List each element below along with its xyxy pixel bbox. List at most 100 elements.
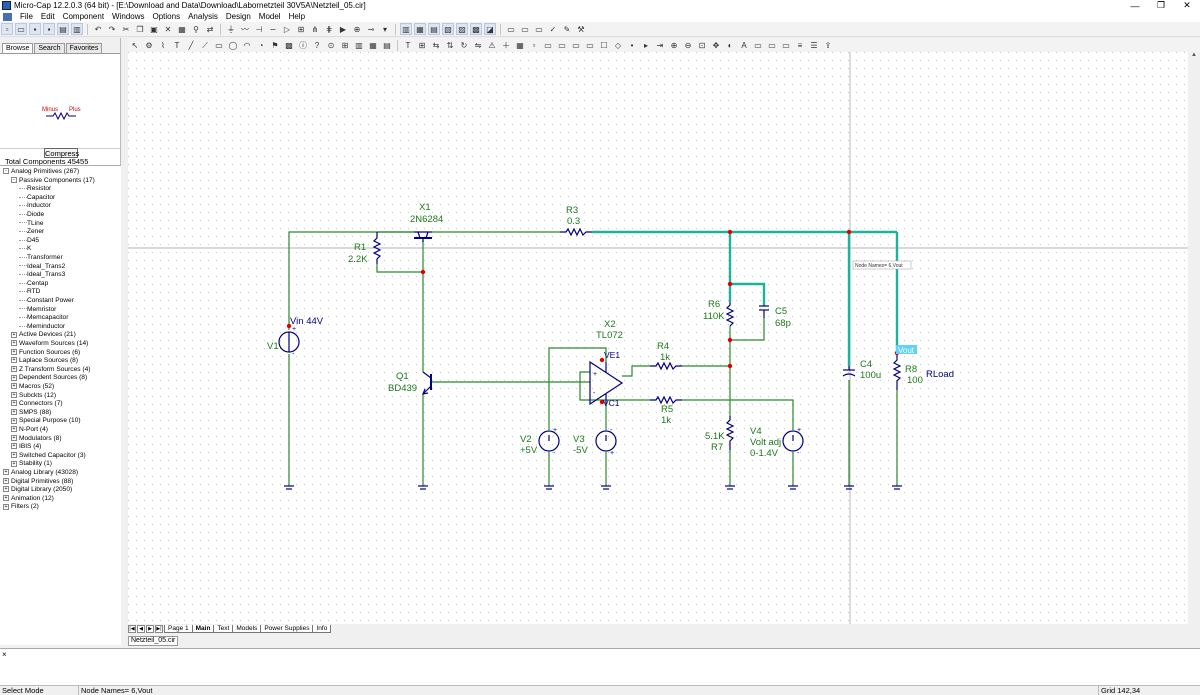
wire-mode-icon[interactable]: ⌇ xyxy=(161,41,165,50)
bookmark-icon[interactable]: ▭ xyxy=(572,41,580,50)
tab-page-1[interactable]: Page 1 xyxy=(164,625,193,633)
tree-item[interactable]: +N-Port (4) xyxy=(11,426,48,435)
find-icon[interactable]: ⚲ xyxy=(193,24,199,34)
schematic-canvas[interactable]: +- +- -+ +- +- xyxy=(128,52,1194,624)
close-button[interactable]: ✕ xyxy=(1183,0,1191,10)
file-tab[interactable]: Netzteil_05.cir xyxy=(128,636,179,646)
flag-icon[interactable]: ⚑ xyxy=(271,41,279,50)
schematic-drawing[interactable]: +- +- -+ +- +- xyxy=(128,52,1194,624)
component-mode-icon[interactable]: ⚙ xyxy=(145,41,153,50)
expand-icon[interactable]: + xyxy=(11,434,17,441)
expand-icon[interactable]: + xyxy=(11,340,17,347)
inductor-icon[interactable]: ∽ xyxy=(269,24,277,34)
next-page-icon[interactable]: ▶ xyxy=(146,625,154,633)
tree-item[interactable]: D45 xyxy=(19,237,39,246)
tab-text[interactable]: Text xyxy=(213,625,234,633)
spice-icon[interactable]: ▭ xyxy=(754,41,762,50)
expand-icon[interactable]: + xyxy=(11,383,17,390)
switch-icon[interactable]: ⊸ xyxy=(367,24,375,34)
add-icon[interactable]: ＋ xyxy=(502,41,510,50)
save-all-icon[interactable]: ▪ xyxy=(43,23,55,35)
expand-icon[interactable]: + xyxy=(11,331,17,338)
help-contents-icon[interactable]: ▭ xyxy=(507,24,515,34)
tree-item[interactable]: +Analog Library (43028) xyxy=(3,469,78,478)
diode-icon[interactable]: ▷ xyxy=(283,24,291,34)
collapse-icon[interactable]: - xyxy=(11,176,17,183)
point-to-end-icon[interactable]: ⊙ xyxy=(327,41,335,50)
expand-icon[interactable]: + xyxy=(11,366,17,373)
lock-icon[interactable]: ▭ xyxy=(768,41,776,50)
opamp-icon[interactable]: ▶ xyxy=(339,24,347,34)
expand-icon[interactable]: + xyxy=(3,486,9,493)
close-pane-icon[interactable]: × xyxy=(2,650,7,659)
collapse-icon[interactable]: - xyxy=(3,168,9,175)
window-cascade-icon[interactable]: ▦ xyxy=(414,23,426,35)
tools-icon[interactable]: ⚒ xyxy=(577,24,585,34)
rotate-icon[interactable]: ↻ xyxy=(460,41,468,50)
ellipse-icon[interactable]: ◯ xyxy=(228,41,238,50)
tab-favorites[interactable]: Favorites xyxy=(65,43,103,53)
replace-icon[interactable]: ⇄ xyxy=(206,24,214,34)
pie-icon[interactable]: ◔ xyxy=(258,41,264,50)
tree-item[interactable]: +Connectors (7) xyxy=(11,400,63,409)
expand-icon[interactable]: + xyxy=(11,460,17,467)
mirror-icon[interactable]: ⇋ xyxy=(474,41,482,50)
flip-y-icon[interactable]: ⇅ xyxy=(446,41,454,50)
v3-source[interactable] xyxy=(595,430,617,452)
open-folder-icon[interactable]: ▭ xyxy=(15,23,27,35)
expand-icon[interactable]: + xyxy=(11,374,17,381)
window-grid-icon[interactable]: ▨ xyxy=(456,23,468,35)
selected-vout-net[interactable] xyxy=(592,230,899,366)
line-mode-icon[interactable]: ╱ xyxy=(188,41,194,50)
tree-item[interactable]: +Modulators (8) xyxy=(11,435,62,444)
menu-file[interactable]: File xyxy=(20,12,33,21)
tree-item[interactable]: +SMPS (88) xyxy=(11,409,51,418)
menu-design[interactable]: Design xyxy=(225,12,251,21)
window-horizontal-icon[interactable]: ▧ xyxy=(442,23,454,35)
expand-icon[interactable]: + xyxy=(11,417,17,424)
help-index-icon[interactable]: ▭ xyxy=(521,24,529,34)
zoom-fit-icon[interactable]: ⊡ xyxy=(698,41,706,50)
tree-item[interactable]: Transformer xyxy=(19,254,63,263)
r7-resistor[interactable] xyxy=(725,416,735,450)
tree-item[interactable]: Zener xyxy=(19,228,44,237)
v4-source[interactable] xyxy=(782,430,804,452)
r6-resistor[interactable] xyxy=(725,302,735,327)
tab-search[interactable]: Search xyxy=(34,43,65,53)
align-icon[interactable]: ≡ xyxy=(797,41,803,50)
font-icon[interactable]: A xyxy=(741,41,747,50)
tree-item[interactable]: +Laplace Sources (8) xyxy=(11,357,78,366)
menu-component[interactable]: Component xyxy=(62,12,105,21)
tree-item[interactable]: +Stability (1) xyxy=(11,460,52,469)
tree-item[interactable]: Ideal_Trans2 xyxy=(19,263,65,272)
first-page-icon[interactable]: |◀ xyxy=(128,625,136,633)
last-page-icon[interactable]: ▶| xyxy=(155,625,163,633)
save-icon[interactable]: ▪ xyxy=(29,23,41,35)
scroll-up-icon[interactable]: ▲ xyxy=(1191,52,1197,58)
paste-icon[interactable]: ▣ xyxy=(150,24,158,34)
tree-item[interactable]: +Waveform Sources (14) xyxy=(11,340,88,349)
expand-icon[interactable]: + xyxy=(11,409,17,416)
tree-item[interactable]: Constant Power xyxy=(19,297,74,306)
battery-icon[interactable]: ⊞ xyxy=(297,24,305,34)
vertical-scrollbar[interactable]: ▲ xyxy=(1188,52,1200,624)
export-icon[interactable]: ⇪ xyxy=(824,41,832,50)
menu-options[interactable]: Options xyxy=(152,12,181,21)
rectangle-icon[interactable]: ▭ xyxy=(215,41,223,50)
calculator-icon[interactable]: ▭ xyxy=(535,24,543,34)
print-icon[interactable]: ▤ xyxy=(57,23,69,35)
zoom-in-icon[interactable]: ⊕ xyxy=(670,41,678,50)
arc-icon[interactable]: ◠ xyxy=(243,41,251,50)
menu-model[interactable]: Model xyxy=(258,12,281,21)
expand-icon[interactable]: + xyxy=(11,426,17,433)
tree-item[interactable]: +IBIS (4) xyxy=(11,443,41,452)
tree-item[interactable]: Resistor xyxy=(19,185,51,194)
tab-models[interactable]: Models xyxy=(232,625,262,633)
tree-item[interactable]: +Subckts (12) xyxy=(11,392,56,401)
v1-source[interactable] xyxy=(278,331,300,353)
r8-resistor[interactable] xyxy=(892,354,902,390)
tree-item[interactable]: Capacitor xyxy=(19,194,55,203)
ground-icon[interactable]: ⏚ xyxy=(227,24,235,34)
c5-capacitor[interactable] xyxy=(759,305,769,318)
grid-icon[interactable]: ▦ xyxy=(516,41,524,50)
